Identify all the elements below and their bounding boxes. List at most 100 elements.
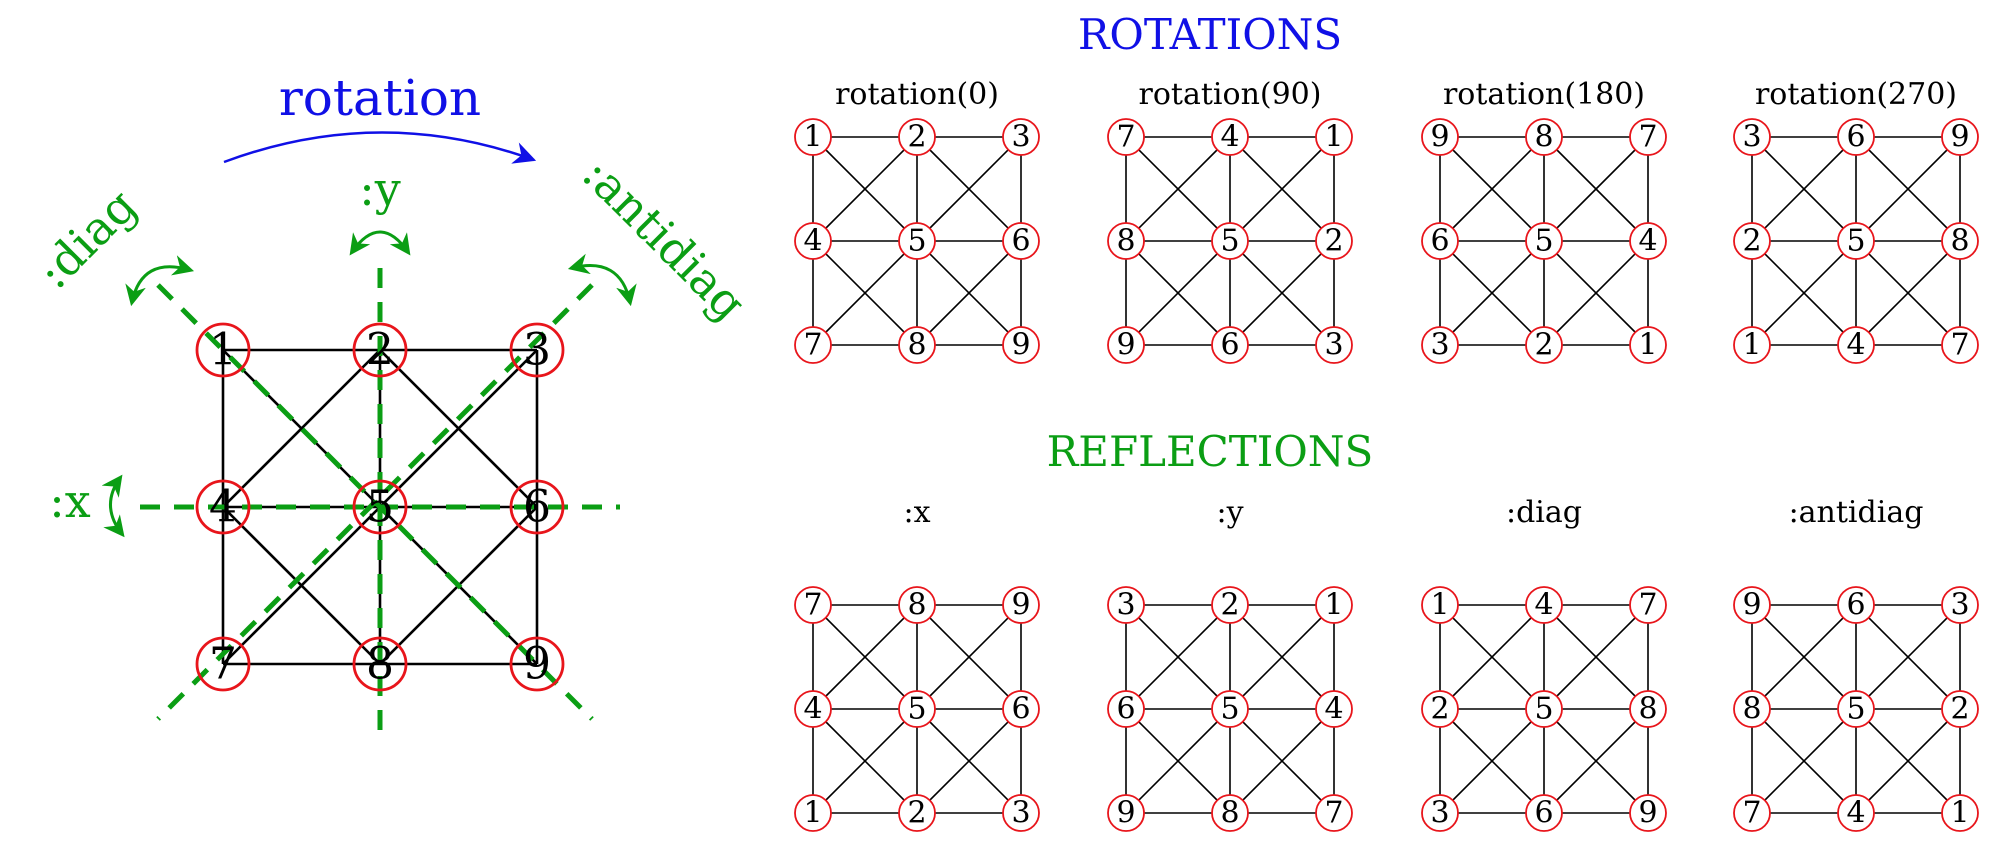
grid-node: 3: [1107, 586, 1145, 624]
node-label: 5: [907, 224, 926, 259]
node-circle: [1525, 586, 1563, 624]
node-circle: [1315, 118, 1353, 156]
node-label: 9: [1011, 588, 1030, 623]
grid-node: 4: [1211, 118, 1249, 156]
grid-edge: [1125, 604, 1231, 710]
node-label: 8: [907, 588, 926, 623]
reflect-antidiag-arrow: [567, 253, 637, 307]
node-circle: [1002, 794, 1040, 832]
node-label: 4: [1534, 588, 1553, 623]
grid-node: 9: [1941, 118, 1979, 156]
node-circle: [1733, 690, 1771, 728]
grid-edge: [1439, 604, 1545, 710]
node-circle: [1421, 586, 1459, 624]
node-circle: [1629, 326, 1667, 364]
node-circle: [1421, 118, 1459, 156]
node-label: 9: [1638, 796, 1657, 831]
node-label: 6: [1116, 692, 1135, 727]
main-node: 2: [352, 322, 408, 378]
node-circle: [1315, 222, 1353, 260]
grid-edge: [1855, 240, 1961, 346]
grid-node: 5: [1837, 222, 1875, 260]
axis-antidiag: [156, 283, 594, 721]
node-circle: [1211, 326, 1249, 364]
grid-node: 5: [1525, 222, 1563, 260]
node-label: 3: [1430, 796, 1449, 831]
node-circle: [1107, 118, 1145, 156]
node-label: 8: [1116, 224, 1135, 259]
grid-node: 1: [1315, 586, 1353, 624]
node-label: 5: [1846, 224, 1865, 259]
grid-node: 3: [1002, 118, 1040, 156]
grid-node: 9: [1421, 118, 1459, 156]
node-label: 6: [1011, 224, 1030, 259]
node-label: 1: [1742, 328, 1761, 363]
main-node: 7: [195, 636, 251, 692]
grid-node: 5: [898, 690, 936, 728]
grid-node: 5: [1837, 690, 1875, 728]
grid-node: 2: [898, 794, 936, 832]
grid-node: 3: [1421, 794, 1459, 832]
main-node: 4: [195, 479, 251, 535]
node-circle: [1421, 222, 1459, 260]
node-label: 6: [523, 482, 551, 533]
grid-node: 6: [1421, 222, 1459, 260]
grid-edge: [1439, 240, 1545, 346]
node-label: 9: [1430, 120, 1449, 155]
node-label: 1: [209, 325, 237, 376]
grid-node: 3: [1002, 794, 1040, 832]
node-circle: [509, 322, 565, 378]
main-node: 9: [509, 636, 565, 692]
node-circle: [1941, 222, 1979, 260]
node-label: 4: [1846, 796, 1865, 831]
node-label: 7: [803, 328, 822, 363]
rotation-label: rotation: [279, 69, 481, 127]
grid-edge: [222, 506, 381, 665]
node-circle: [1002, 222, 1040, 260]
main-node: 6: [509, 479, 565, 535]
grid-edge: [1543, 136, 1649, 242]
grid-node: 1: [1421, 586, 1459, 624]
grid-edge: [1125, 136, 1231, 242]
node-circle: [1837, 326, 1875, 364]
grid-node: 6: [1837, 118, 1875, 156]
node-circle: [1941, 586, 1979, 624]
node-label: 8: [1950, 224, 1969, 259]
node-label: 5: [1220, 692, 1239, 727]
node-label: 7: [1324, 796, 1343, 831]
node-circle: [794, 586, 832, 624]
section-title-reflections: REFLECTIONS: [1047, 427, 1374, 476]
node-label: 3: [1116, 588, 1135, 623]
node-circle: [1211, 118, 1249, 156]
grid-edge: [812, 136, 918, 242]
node-label: 2: [1950, 692, 1969, 727]
grid-edge: [222, 349, 381, 508]
node-circle: [794, 326, 832, 364]
node-label: 3: [1324, 328, 1343, 363]
node-circle: [1525, 326, 1563, 364]
grid-node: 8: [898, 586, 936, 624]
node-circle: [794, 222, 832, 260]
node-circle: [1315, 326, 1353, 364]
grid-edge: [812, 604, 918, 710]
node-label: 4: [803, 224, 822, 259]
node-circle: [1525, 118, 1563, 156]
section-title-rotations: ROTATIONS: [1078, 10, 1342, 59]
node-label: 4: [803, 692, 822, 727]
node-circle: [1211, 794, 1249, 832]
grid-node: 7: [1629, 586, 1667, 624]
reflect-x-arrow: [101, 474, 125, 538]
node-circle: [1421, 794, 1459, 832]
grid-node: 2: [1733, 222, 1771, 260]
panel-title: rotation(0): [835, 77, 999, 112]
node-label: 7: [1116, 120, 1135, 155]
node-circle: [1837, 118, 1875, 156]
node-label: 7: [1638, 588, 1657, 623]
node-label: 2: [1324, 224, 1343, 259]
node-circle: [195, 636, 251, 692]
node-label: 4: [1638, 224, 1657, 259]
node-circle: [1107, 326, 1145, 364]
